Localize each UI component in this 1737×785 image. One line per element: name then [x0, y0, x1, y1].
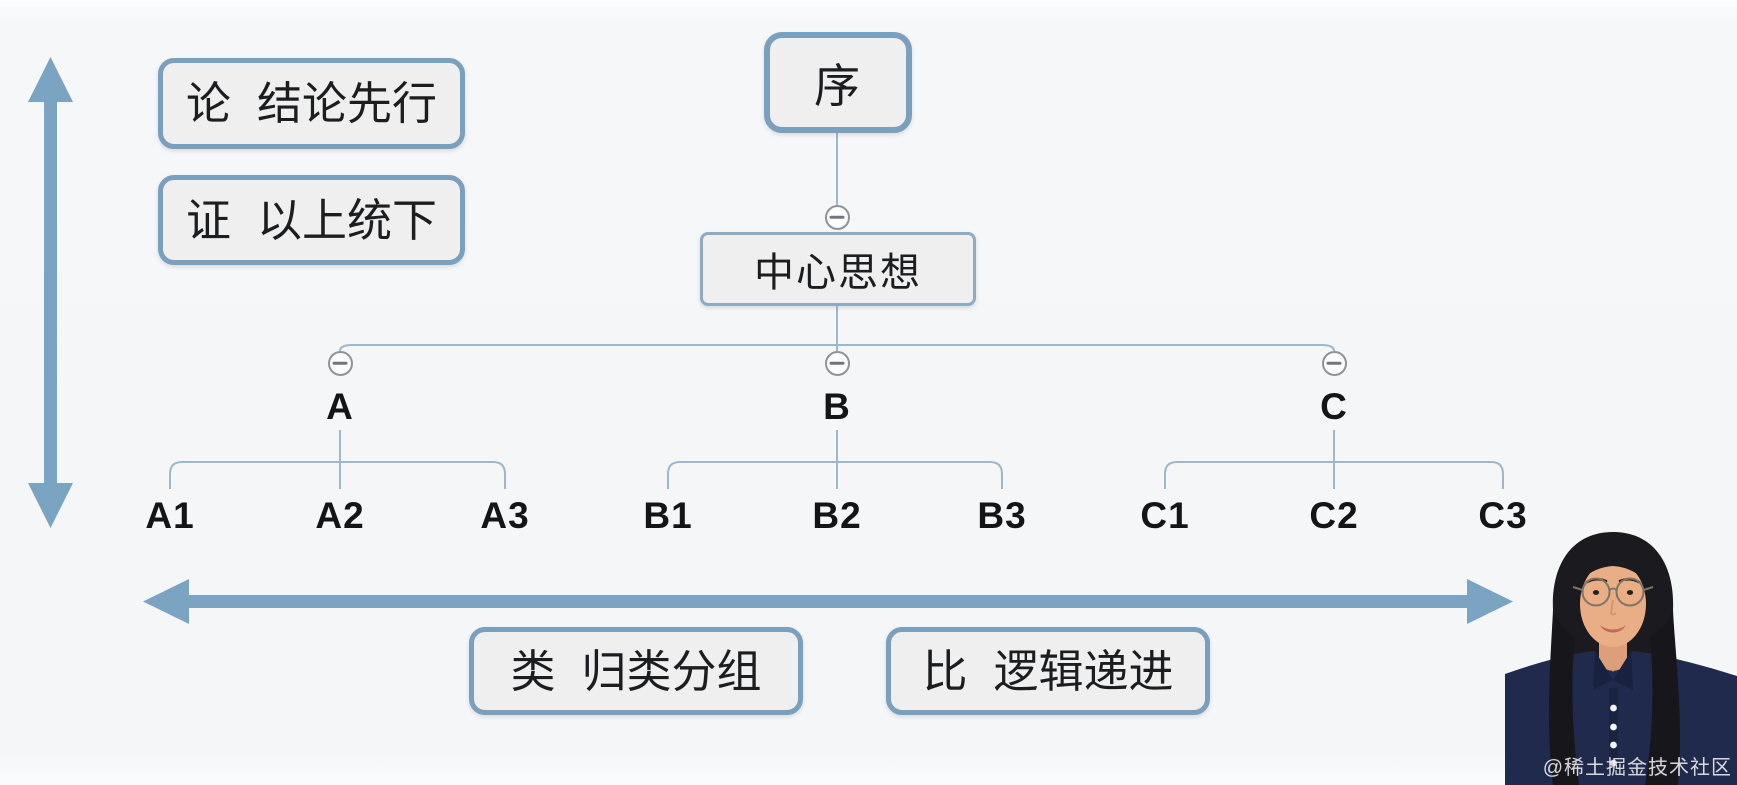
connector-rail-b — [667, 461, 1003, 489]
principle-box-zheng[interactable]: 证 以上统下 — [158, 175, 465, 265]
child-node-c2[interactable]: C2 — [1309, 495, 1359, 536]
connector-rail-a — [169, 461, 506, 489]
presenter-placket — [1609, 688, 1618, 774]
vertical-double-arrow-icon — [28, 57, 73, 528]
child-node-b3[interactable]: B3 — [977, 495, 1027, 536]
principle-key: 证 — [185, 194, 231, 246]
child-node-a2[interactable]: A2 — [315, 495, 365, 536]
collapse-icon[interactable] — [824, 204, 850, 230]
horizontal-double-arrow-icon — [143, 579, 1513, 624]
child-node-c3[interactable]: C3 — [1478, 495, 1528, 536]
watermark: @稀土掘金技术社区 — [1542, 757, 1732, 779]
presenter-collar-left — [1593, 651, 1613, 690]
principle-text: 逻辑递进 — [993, 645, 1174, 697]
connector-rail-c — [1164, 461, 1504, 489]
presenter-bangs — [1567, 546, 1659, 614]
principle-key: 论 — [185, 78, 231, 129]
child-node-b1[interactable]: B1 — [643, 495, 693, 536]
branch-node-a[interactable]: A — [326, 386, 354, 427]
child-node-b2[interactable]: B2 — [812, 495, 862, 536]
branch-node-c[interactable]: C — [1320, 386, 1348, 427]
collapse-icon[interactable] — [824, 350, 850, 376]
principle-box-lei[interactable]: 类 归类分组 — [469, 627, 803, 715]
branch-node-b[interactable]: B — [823, 386, 851, 427]
presenter-hair-front-left — [1548, 610, 1579, 785]
principle-text: 归类分组 — [581, 645, 762, 697]
presenter-buttons — [1610, 704, 1617, 767]
root-node-xu[interactable]: 序 — [764, 32, 912, 133]
presenter-collar-right — [1613, 651, 1633, 690]
presenter-nose — [1610, 599, 1617, 616]
connector-sibling-rail — [339, 344, 1335, 352]
principle-text: 结论先行 — [257, 78, 438, 129]
collapse-icon[interactable] — [1321, 350, 1347, 376]
principle-key: 比 — [922, 645, 968, 697]
collapse-icon[interactable] — [327, 350, 353, 376]
glasses-icon — [1572, 577, 1654, 607]
principle-text: 以上统下 — [257, 194, 438, 246]
presenter-chest — [1601, 653, 1625, 672]
presenter-hair-front-right — [1645, 610, 1681, 785]
principle-box-lun[interactable]: 论 结论先行 — [158, 58, 465, 149]
presenter-eyes — [1592, 590, 1634, 595]
child-node-a1[interactable]: A1 — [145, 495, 195, 536]
child-node-c1[interactable]: C1 — [1140, 495, 1190, 536]
presenter-mouth — [1600, 625, 1626, 633]
principle-key: 类 — [510, 645, 556, 697]
principle-box-bi[interactable]: 比 逻辑递进 — [886, 627, 1210, 715]
child-node-a3[interactable]: A3 — [480, 495, 530, 536]
central-idea-node[interactable]: 中心思想 — [700, 232, 976, 306]
presenter-video — [1505, 532, 1737, 785]
